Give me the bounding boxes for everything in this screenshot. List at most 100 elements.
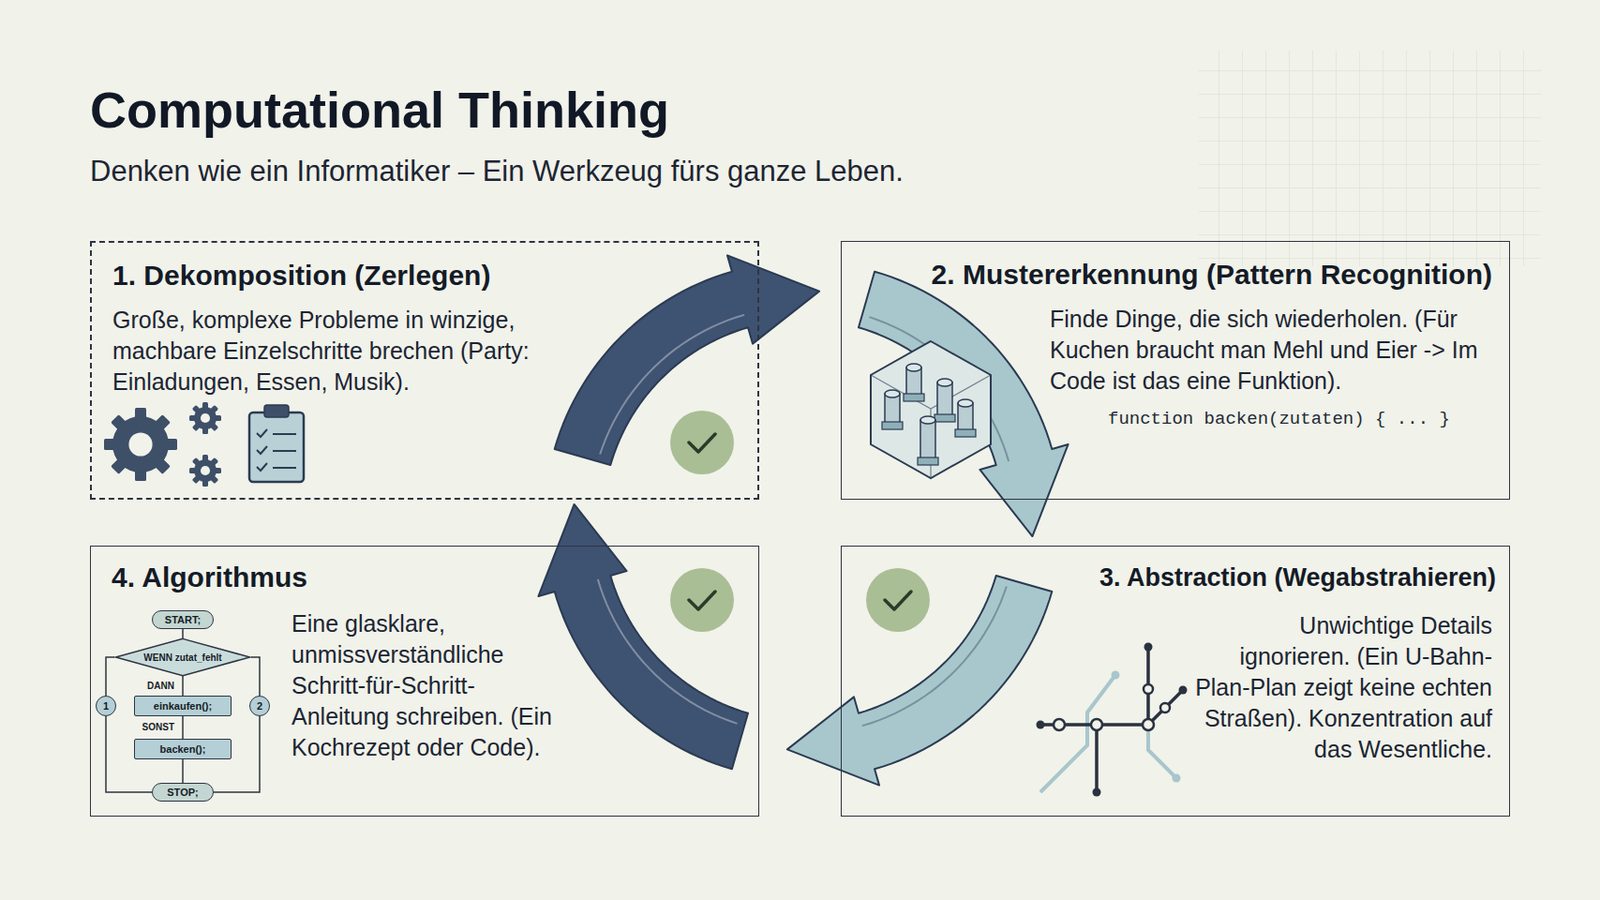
process-box: einkaufen(); bbox=[134, 695, 232, 717]
check-badge bbox=[670, 410, 734, 475]
step-text: Finde Dinge, die sich wiederholen. (Für … bbox=[1049, 303, 1496, 397]
graphic-part bbox=[104, 407, 178, 481]
graphic-part bbox=[115, 638, 250, 675]
graphic-part bbox=[903, 393, 925, 402]
graphic-part bbox=[194, 406, 217, 430]
graphic-part bbox=[920, 419, 936, 464]
graphic-part bbox=[1036, 720, 1046, 730]
step-heading: 3. Abstraction (Wegabstrahieren) bbox=[1099, 563, 1496, 593]
check-badge bbox=[866, 568, 930, 632]
graphic-part bbox=[1092, 788, 1102, 797]
flow-text: einkaufen(); bbox=[153, 700, 212, 713]
decision-diamond: WENN zutat_fehlt bbox=[114, 638, 252, 676]
step-box: 4. AlgorithmusEine glasklare, unmissvers… bbox=[89, 545, 760, 817]
flow-text: STOP; bbox=[166, 786, 198, 799]
branch-label: SONST bbox=[141, 721, 176, 733]
graphic-part bbox=[955, 429, 976, 437]
metro-map bbox=[1036, 642, 1188, 797]
graphic-part bbox=[866, 568, 930, 632]
flow-text: START; bbox=[164, 613, 201, 627]
graphic-part bbox=[1111, 671, 1121, 680]
graphic-part bbox=[917, 457, 939, 465]
graphic-part bbox=[189, 454, 222, 487]
terminal-oval: START; bbox=[151, 610, 214, 629]
graphic-part bbox=[957, 399, 973, 407]
graphic-part bbox=[1172, 774, 1182, 783]
graphic-part bbox=[688, 433, 716, 452]
graphic-part bbox=[906, 363, 922, 372]
process-box: backen(); bbox=[134, 738, 232, 760]
cycle-arrows bbox=[538, 254, 1068, 785]
graphic-part bbox=[1040, 646, 1183, 793]
graphic-part bbox=[1142, 718, 1154, 731]
graphic-part bbox=[1179, 686, 1188, 695]
graphic-part bbox=[884, 591, 912, 610]
step-box: 1. Dekomposition (Zerlegen) Große, komple… bbox=[89, 240, 760, 500]
pillar bbox=[955, 399, 976, 437]
step-text: Große, komplexe Probleme in winzige, mac… bbox=[112, 304, 539, 398]
flow-text: 2 bbox=[256, 700, 263, 713]
flow-text: WENN zutat_fehlt bbox=[143, 651, 222, 664]
connector-circle: 2 bbox=[249, 695, 270, 717]
graphic-part bbox=[1143, 684, 1153, 694]
cycle-arrow bbox=[858, 271, 1069, 537]
graphic-part bbox=[688, 591, 716, 610]
page-caption: Denken wie ein Informatiker – Ein Werkze… bbox=[89, 154, 904, 189]
flow-line bbox=[251, 657, 260, 696]
flow-text: backen(); bbox=[160, 743, 207, 756]
code-snippet: function backen(zutaten) { ... } bbox=[1107, 408, 1451, 430]
step-text: Eine glasklare, unmissverständliche Schr… bbox=[291, 608, 553, 763]
graphic-part bbox=[1053, 718, 1065, 731]
graphic-part bbox=[200, 413, 210, 423]
flow-line bbox=[181, 716, 184, 739]
flow-line bbox=[181, 675, 184, 696]
graphic-part bbox=[112, 416, 169, 473]
grid-paper bbox=[1198, 50, 1541, 267]
graphic-part bbox=[1144, 642, 1153, 652]
pillar bbox=[934, 378, 956, 422]
page-title: Computational Thinking bbox=[89, 80, 670, 139]
flow-line bbox=[105, 657, 115, 696]
graphic-part bbox=[870, 341, 991, 479]
step-heading: 1. Dekomposition (Zerlegen) bbox=[112, 259, 491, 292]
graphic-part bbox=[256, 429, 268, 471]
clipboard-icon bbox=[249, 404, 304, 482]
pattern-cube-icon bbox=[870, 341, 991, 479]
cycle-arrow bbox=[538, 504, 748, 769]
gear-icon bbox=[104, 402, 222, 487]
step-box: 2. Mustererkennung (Pattern Recognition)… bbox=[840, 240, 1511, 500]
graphic-part bbox=[1040, 674, 1116, 793]
graphic-part bbox=[1148, 724, 1177, 778]
graphic-part bbox=[200, 465, 210, 476]
graphic-part bbox=[937, 378, 953, 387]
graphic-part bbox=[1160, 702, 1170, 713]
graphic-part bbox=[670, 568, 734, 632]
pillar bbox=[903, 363, 925, 402]
flow-text: 1 bbox=[103, 700, 109, 713]
step-box: 3. Abstraction (Wegabstrahieren) Unwichti… bbox=[840, 545, 1511, 817]
graphic-part bbox=[882, 421, 903, 430]
pillar bbox=[882, 389, 903, 430]
connector-circle: 1 bbox=[95, 695, 117, 717]
branch-label: DANN bbox=[146, 680, 176, 692]
graphic-part bbox=[128, 432, 152, 456]
pillar-group bbox=[882, 363, 976, 465]
graphic-part bbox=[249, 412, 304, 482]
graphic-part bbox=[870, 374, 991, 479]
terminal-oval: STOP; bbox=[151, 782, 214, 802]
graphic-part bbox=[920, 416, 936, 424]
flow-line bbox=[181, 759, 184, 783]
graphic-part bbox=[272, 433, 297, 468]
step-text: Unwichtige Details ignorieren. (Ein U-Ba… bbox=[1192, 610, 1493, 765]
graphic-part bbox=[189, 402, 222, 434]
graphic-part bbox=[264, 404, 289, 418]
pillar bbox=[917, 416, 939, 465]
step-heading: 2. Mustererkennung (Pattern Recognition) bbox=[931, 258, 1493, 291]
graphic-part bbox=[670, 410, 734, 475]
graphic-part bbox=[1091, 718, 1103, 731]
graphic-part bbox=[884, 389, 900, 398]
flow-line bbox=[181, 628, 184, 639]
graphic-part bbox=[194, 459, 217, 482]
step-heading: 4. Algorithmus bbox=[111, 561, 308, 594]
